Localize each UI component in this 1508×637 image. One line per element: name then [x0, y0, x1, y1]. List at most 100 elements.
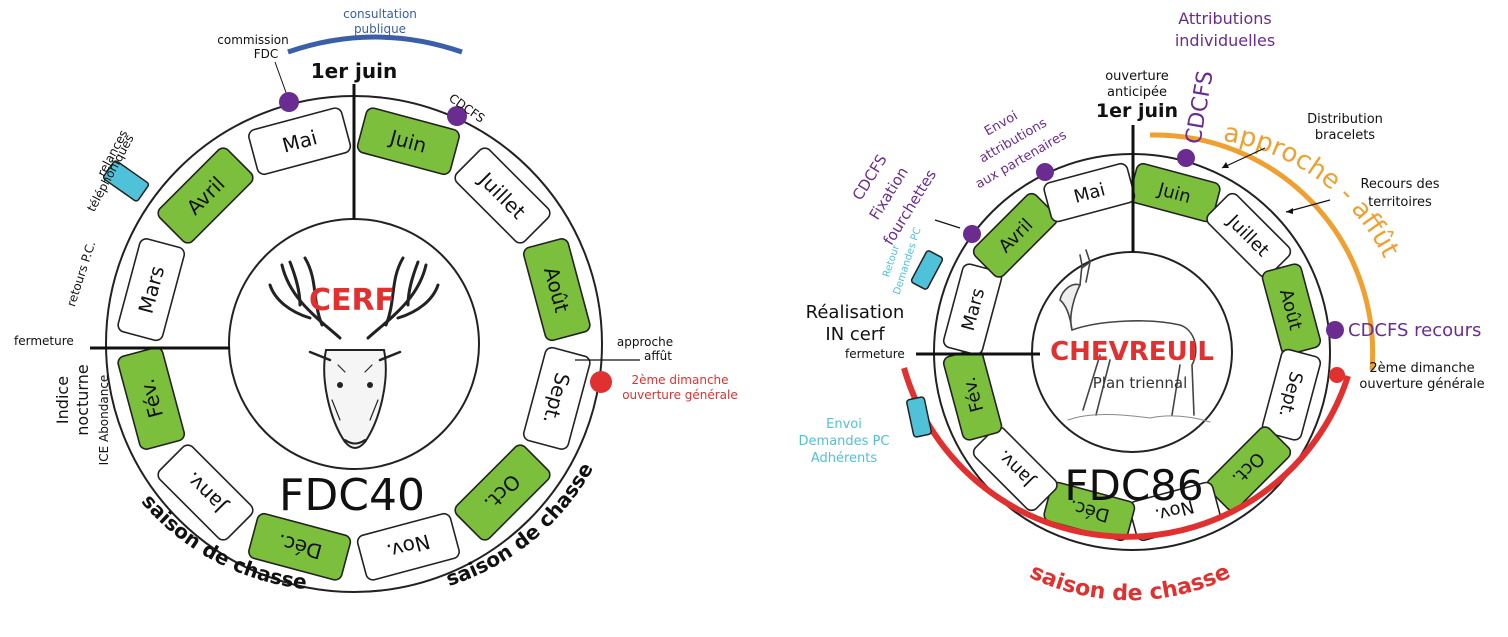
cerf-june-label: 1er juin [311, 59, 398, 83]
retour-marker [910, 250, 944, 290]
chevreuil-month-box: Juillet [1206, 192, 1292, 278]
cerf-title: CERF [309, 283, 395, 318]
chevreuil-month-rect [942, 263, 1003, 356]
cerf-month-box: Juin [356, 107, 460, 176]
chevreuil-dimanche-2: ouverture générale [1359, 377, 1484, 392]
chevreuil-saison: saison de chasse [1026, 559, 1234, 606]
fixation-pointer [934, 219, 961, 229]
cerf-month-box: Avril [157, 147, 254, 244]
approche-label-2: affût [644, 349, 672, 363]
cerf-month-rect [117, 346, 186, 450]
chevreuil-june-label: 1er juin [1096, 100, 1178, 122]
cerf-dimanche-label-1: 2ème dimanche [631, 373, 728, 387]
cdcfs-juin-dot [1177, 149, 1195, 167]
chevreuil-month-rect [1043, 162, 1136, 223]
chevreuil-month-box: Janv. [972, 426, 1058, 512]
realisation-label-1: Réalisation [806, 302, 905, 323]
cdcfs-recours-dot [1326, 321, 1344, 339]
cerf-dimanche-label-2: ouverture générale [622, 388, 738, 402]
approche-label-1: approche [617, 335, 673, 349]
envoi-marker [906, 396, 932, 438]
roe-deer-illustration [1059, 249, 1211, 423]
stag-illustration [268, 256, 440, 449]
chevreuil-ouverture-dot [1329, 367, 1345, 383]
cerf-fermeture-label: fermeture [14, 334, 74, 348]
cerf-month-box: Fév. [117, 346, 186, 450]
recours-label-2: territoires [1368, 195, 1432, 210]
cerf-month-box: Sept. [522, 346, 591, 450]
chevreuil-title: CHEVREUIL [1050, 337, 1214, 367]
recours-arrowhead [1286, 208, 1293, 214]
cerf-ouverture-dot [590, 371, 612, 393]
cerf-month-box: Déc. [248, 512, 352, 581]
chevreuil-month-rect [1206, 192, 1292, 278]
chevreuil-months: JuinJuilletAoûtSept.Oct.Nov.Déc.Janv.Fév… [942, 162, 1322, 542]
realisation-label-2: IN cerf [825, 324, 885, 345]
chevreuil-month-box: Oct. [1206, 426, 1292, 512]
indice-label-2: nocturne [73, 364, 92, 435]
relances-marker [102, 160, 150, 202]
cerf-month-rect [454, 444, 551, 541]
cerf-month-rect [454, 147, 551, 244]
cdcfs-vertical: CDCFS [1181, 69, 1218, 146]
retours-label: retours P.C. [64, 239, 98, 308]
cerf-month-rect [117, 238, 186, 342]
envoi-demandes-3: Adhérents [811, 451, 878, 466]
ice-label: ICE Abondance [97, 375, 111, 466]
cerf-month-rect [522, 238, 591, 342]
cerf-month-rect [522, 346, 591, 450]
chevreuil-month-box: Sept. [1261, 348, 1322, 441]
commission-label-2: FDC [254, 47, 279, 61]
attributions-label-2: individuelles [1175, 31, 1275, 50]
cerf-month-rect [248, 512, 352, 581]
chevreuil-month-box: Avril [972, 192, 1058, 278]
chevreuil-saison-text: saison de chasse [1026, 559, 1234, 606]
cerf-month-box: Août [522, 238, 591, 342]
cerf-month-rect [248, 107, 352, 176]
chevreuil-subtitle: Plan triennal [1093, 374, 1188, 392]
chevreuil-month-box: Juin [1128, 162, 1221, 223]
chevreuil-month-box: Mai [1043, 162, 1136, 223]
cerf-month-box: Mai [248, 107, 352, 176]
consultation-arc [287, 34, 463, 55]
distribution-label-2: bracelets [1315, 128, 1375, 143]
chevreuil-fdc-label: FDC86 [1064, 461, 1203, 510]
commission-pointer [274, 61, 289, 99]
cerf-month-rect [356, 512, 460, 581]
chevreuil-month-box: Août [1261, 263, 1322, 356]
cerf-month-rect [157, 147, 254, 244]
envoi-dot [1036, 163, 1054, 181]
attributions-label-1: Attributions [1178, 9, 1272, 28]
commission-dot [279, 92, 299, 112]
cerf-month-rect [356, 107, 460, 176]
indice-label-1: Indice [53, 376, 72, 424]
approche-arc [1149, 132, 1376, 371]
chevreuil-wheel: JuinJuilletAoûtSept.Oct.Nov.Déc.Janv.Fév… [799, 9, 1485, 606]
consultation-label-1: consultation [343, 7, 417, 21]
distribution-arrowhead [1222, 162, 1229, 168]
recours-label-1: Recours des [1360, 177, 1439, 192]
chevreuil-month-box: Mars [942, 263, 1003, 356]
chevreuil-month-rect [1206, 426, 1292, 512]
chevreuil-dimanche-1: 2ème dimanche [1369, 361, 1474, 376]
cerf-month-box: Mars [117, 238, 186, 342]
fixation-dot [963, 225, 981, 243]
ouverture-anticipee-2: anticipée [1107, 85, 1167, 100]
cerf-month-rect [157, 444, 254, 541]
chevreuil-month-rect [1261, 263, 1322, 356]
commission-label-1: commission [217, 33, 288, 47]
envoi-demandes-2: Demandes PC [799, 434, 890, 449]
chevreuil-month-rect [972, 426, 1058, 512]
ouverture-anticipee-1: ouverture [1105, 69, 1169, 84]
saison-arc [901, 367, 1351, 540]
distribution-pointer [1221, 147, 1266, 169]
chevreuil-month-box: Fév. [942, 348, 1003, 441]
cdcfs-dot [447, 106, 467, 126]
chevreuil-month-rect [1261, 348, 1322, 441]
envoi-demandes-1: Envoi [826, 417, 862, 432]
recours-pointer [1285, 199, 1331, 213]
